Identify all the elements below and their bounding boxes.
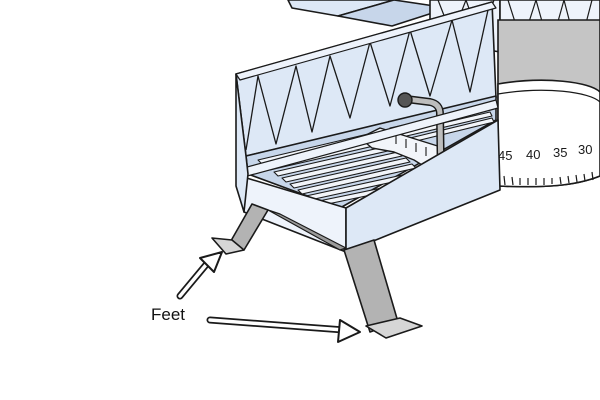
right-foot-pad [365, 317, 423, 339]
brace-bar [267, 209, 347, 251]
scale-label-45: 45 [498, 148, 512, 163]
lower-arrow-head [337, 319, 361, 343]
mitre-box [235, 1, 501, 253]
scale-label-40: 40 [526, 147, 540, 162]
back-wall-bracing [245, 9, 489, 151]
clamp-knob [397, 92, 413, 108]
upper-arrow-head [199, 251, 223, 273]
feet-label: Feet [151, 305, 185, 324]
right-side-wall [345, 119, 501, 253]
scale-label-30: 30 [578, 142, 592, 157]
protractor-base: 45 40 35 30 [497, 19, 600, 188]
scale-label-35: 35 [553, 145, 567, 160]
protractor-ticks [503, 171, 594, 186]
feet [211, 203, 423, 339]
guide-notches [395, 136, 427, 156]
callout-arrows [176, 251, 361, 343]
wall-top-edge [235, 1, 497, 81]
left-foot-pad [211, 237, 245, 255]
right-foot-leg [343, 239, 399, 333]
left-end-wall [235, 73, 249, 213]
